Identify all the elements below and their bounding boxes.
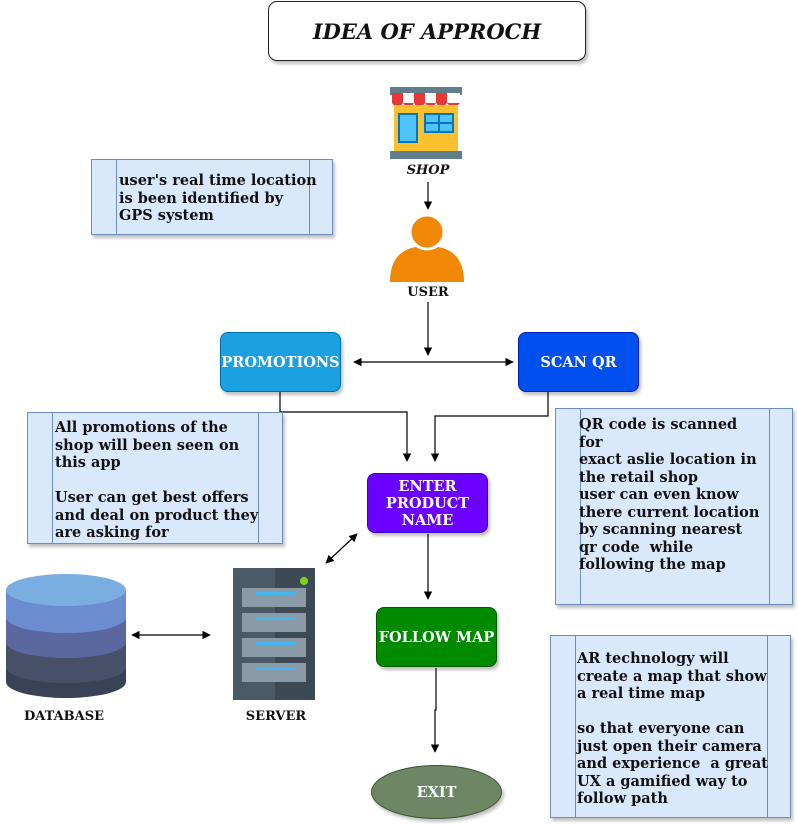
promotions-node[interactable]: PROMOTIONS: [220, 332, 341, 392]
arrow-enter-server: [325, 533, 358, 564]
user-icon: [390, 210, 464, 282]
diagram-title: IDEA OF APPROCH: [268, 1, 586, 61]
arrow-scanqr-to-enter: [430, 392, 549, 462]
enter-product-name-node[interactable]: ENTER PRODUCT NAME: [367, 473, 488, 533]
scan-qr-node[interactable]: SCAN QR: [518, 332, 639, 392]
database-label: DATABASE: [23, 709, 105, 724]
note-qr-text: QR code is scanned for exact aslie locat…: [579, 416, 760, 573]
note-ar: AR technology will create a map that sho…: [550, 635, 791, 818]
note-qr: QR code is scanned for exact aslie locat…: [555, 408, 793, 605]
note-promotions-text: All promotions of the shop will been see…: [55, 419, 259, 541]
store-icon: [388, 87, 464, 161]
note-ar-text: AR technology will create a map that sho…: [577, 650, 768, 807]
user-label: USER: [407, 285, 449, 300]
server-icon: [233, 568, 315, 700]
database-icon: [4, 572, 128, 700]
arrow-promotions-to-enter: [279, 392, 412, 462]
shop-label: SHOP: [406, 163, 450, 178]
note-gps-text: user's real time location is been identi…: [119, 172, 317, 224]
arrow-follow-to-exit: [430, 668, 440, 753]
exit-node[interactable]: EXIT: [371, 765, 502, 819]
follow-map-node[interactable]: FOLLOW MAP: [376, 607, 497, 667]
note-gps: user's real time location is been identi…: [91, 159, 333, 235]
note-promotions: All promotions of the shop will been see…: [27, 412, 283, 544]
server-label: SERVER: [245, 709, 307, 724]
